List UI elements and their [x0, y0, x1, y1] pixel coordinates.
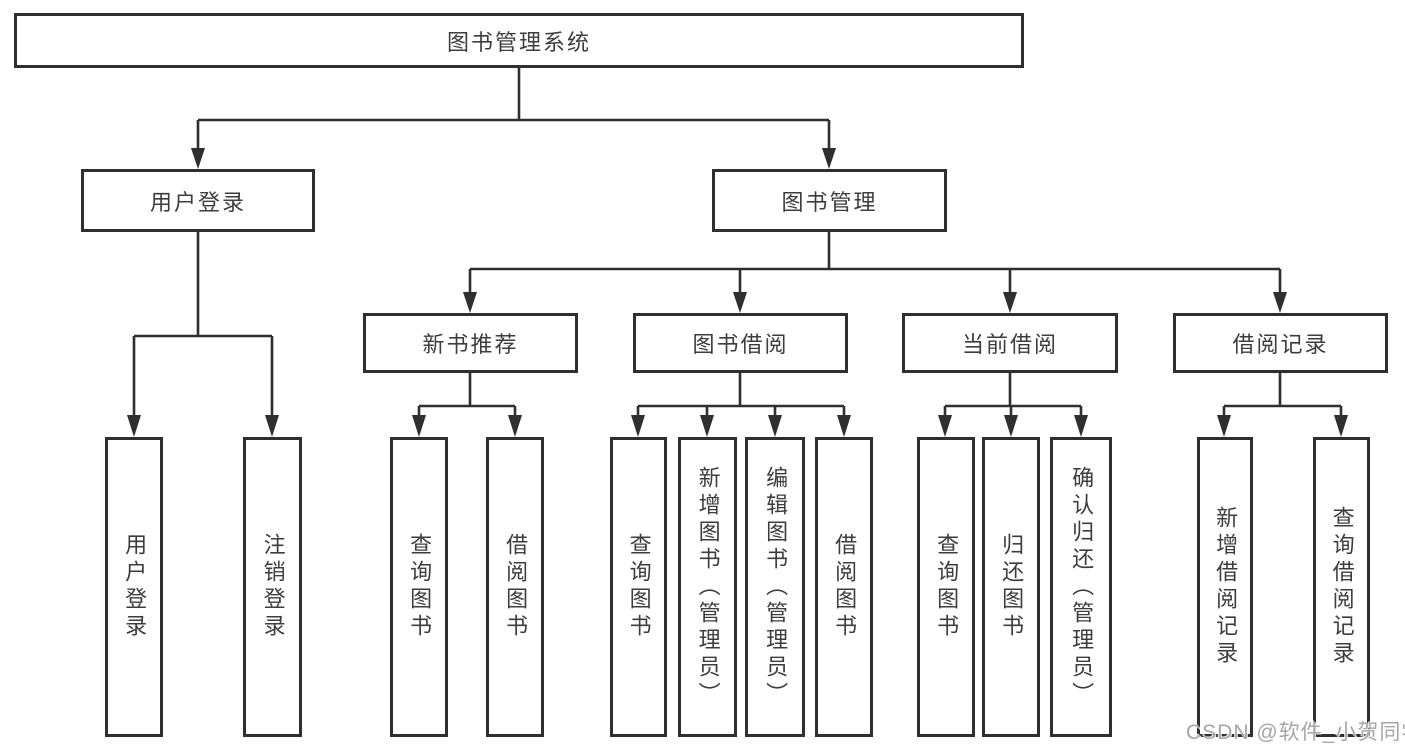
leaf-confirm-return-admin: 确认归还（管理员）: [1050, 437, 1112, 737]
watermark: CSDN @软件_小贺同学: [1186, 721, 1405, 744]
leaf-query-borrow-record: 查询借阅记录: [1313, 437, 1370, 737]
node-book-management: 图书管理: [712, 169, 947, 232]
node-borrow-record-label: 借阅记录: [1232, 332, 1329, 357]
leaf-add-book-admin: 新增图书（管理员）: [678, 437, 737, 737]
leaf-query-book-recommend-label: 查询图书: [407, 533, 433, 641]
leaf-borrow-book-label: 借阅图书: [832, 533, 858, 641]
leaf-logout: 注销登录: [243, 437, 302, 737]
node-root: 图书管理系统: [14, 13, 1024, 68]
leaf-borrow-book: 借阅图书: [815, 437, 873, 737]
leaf-query-book-recommend: 查询图书: [390, 437, 448, 737]
node-book-borrow-label: 图书借阅: [692, 332, 789, 357]
leaf-logout-label: 注销登录: [260, 533, 286, 641]
leaf-query-book-current: 查询图书: [917, 437, 975, 737]
leaf-borrow-book-recommend-label: 借阅图书: [503, 533, 529, 641]
leaf-borrow-book-recommend: 借阅图书: [486, 437, 544, 737]
leaf-add-book-admin-label: 新增图书（管理员）: [695, 465, 721, 709]
node-borrow-record: 借阅记录: [1173, 313, 1388, 373]
leaf-query-book-borrow-label: 查询图书: [626, 533, 652, 641]
node-current-borrow: 当前借阅: [902, 313, 1118, 373]
leaf-query-borrow-record-label: 查询借阅记录: [1329, 506, 1355, 668]
leaf-edit-book-admin-label: 编辑图书（管理员）: [763, 465, 789, 709]
node-root-label: 图书管理系统: [446, 29, 591, 55]
node-user-login-label: 用户登录: [149, 189, 246, 215]
leaf-add-borrow-record: 新增借阅记录: [1197, 437, 1253, 737]
leaf-query-book-current-label: 查询图书: [934, 533, 960, 641]
leaf-user-login: 用户登录: [105, 437, 163, 737]
leaf-user-login-label: 用户登录: [122, 533, 148, 641]
node-new-book-recommend: 新书推荐: [363, 313, 578, 373]
leaf-confirm-return-admin-label: 确认归还（管理员）: [1069, 465, 1095, 709]
node-user-login: 用户登录: [81, 169, 315, 232]
leaf-add-borrow-record-label: 新增借阅记录: [1213, 506, 1239, 668]
node-new-book-recommend-label: 新书推荐: [422, 332, 519, 357]
leaf-return-book: 归还图书: [982, 437, 1040, 737]
node-book-borrow: 图书借阅: [633, 313, 848, 373]
leaf-return-book-label: 归还图书: [999, 533, 1025, 641]
leaf-query-book-borrow: 查询图书: [610, 437, 667, 737]
node-book-management-label: 图书管理: [781, 189, 878, 215]
leaf-edit-book-admin: 编辑图书（管理员）: [745, 437, 805, 737]
node-current-borrow-label: 当前借阅: [961, 332, 1058, 357]
